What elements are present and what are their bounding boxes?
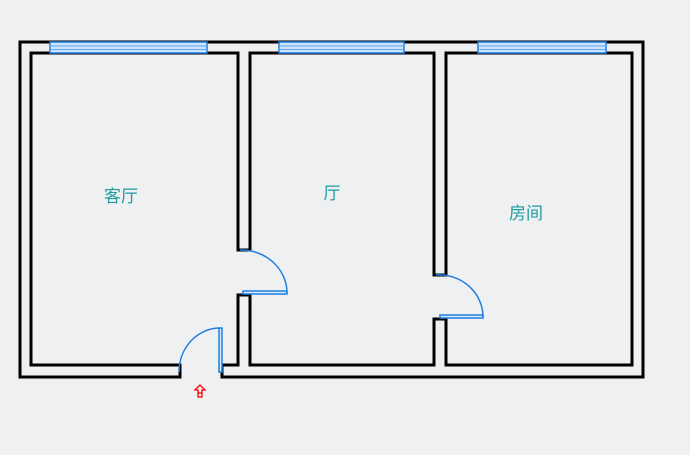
room-label-hall: 厅 <box>324 184 341 204</box>
room-label-bedroom: 房间 <box>509 204 543 224</box>
window-hall <box>278 41 405 54</box>
room-hall-walls <box>236 51 436 367</box>
bedroom-door[interactable] <box>435 274 484 319</box>
outer-wall <box>18 40 645 379</box>
window-living <box>49 41 208 54</box>
hall-door[interactable] <box>239 249 288 295</box>
window-bedroom <box>477 41 607 54</box>
room-living-walls <box>29 51 240 379</box>
room-label-living: 客厅 <box>104 187 138 207</box>
entrance-arrow-icon <box>193 384 207 398</box>
entry-door[interactable] <box>178 327 223 373</box>
